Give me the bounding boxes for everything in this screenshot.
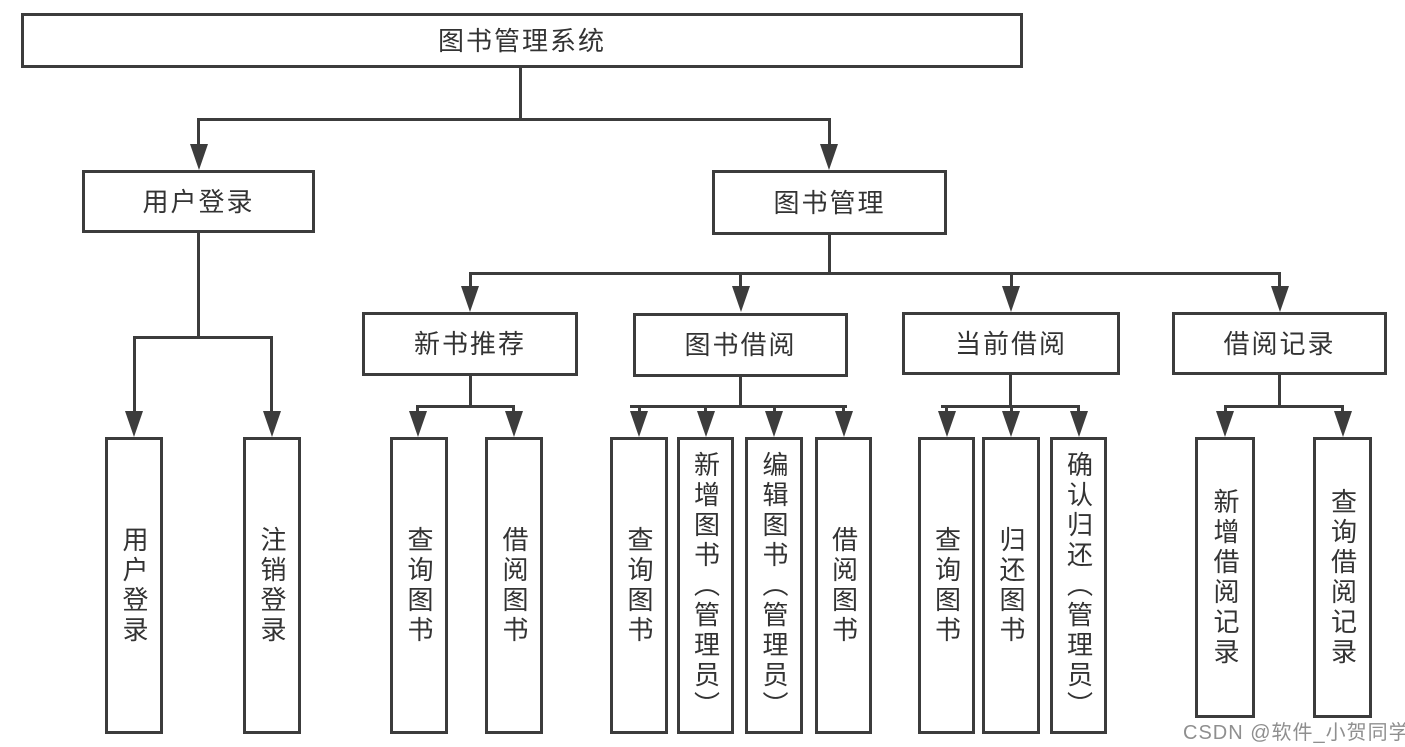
arrow-down-icon xyxy=(1271,286,1289,312)
leaf-return-books: 归还图书 xyxy=(982,437,1040,734)
arrow-down-icon xyxy=(835,411,853,437)
csdn-watermark: CSDN @软件_小贺同学 xyxy=(1183,722,1405,744)
connector-line xyxy=(133,336,272,339)
connector-line xyxy=(1278,272,1281,294)
connector-line xyxy=(739,377,742,405)
connector-line xyxy=(469,272,472,294)
connector-line xyxy=(1278,375,1281,405)
connector-line xyxy=(739,272,742,294)
arrow-down-icon xyxy=(938,411,956,437)
arrow-down-icon xyxy=(409,411,427,437)
connector-line xyxy=(1010,272,1013,294)
arrow-down-icon xyxy=(630,411,648,437)
leaf-query-books-recommend: 查询图书 xyxy=(390,437,448,734)
connector-line xyxy=(1009,375,1012,405)
arrow-down-icon xyxy=(697,411,715,437)
connector-line xyxy=(270,336,273,419)
node-book-management: 图书管理 xyxy=(712,170,947,235)
arrow-down-icon xyxy=(820,144,838,170)
leaf-query-books-borrow: 查询图书 xyxy=(610,437,668,734)
connector-line xyxy=(197,233,200,336)
connector-line xyxy=(133,336,136,419)
leaf-add-book-admin: 新增图书（管理员） xyxy=(677,437,734,734)
arrow-down-icon xyxy=(263,411,281,437)
arrow-down-icon xyxy=(1002,286,1020,312)
arrow-down-icon xyxy=(461,286,479,312)
node-book-borrow: 图书借阅 xyxy=(633,313,848,377)
connector-line xyxy=(198,118,831,121)
node-current-borrow: 当前借阅 xyxy=(902,312,1120,375)
leaf-query-borrow-record: 查询借阅记录 xyxy=(1313,437,1372,718)
leaf-borrow-books-recommend: 借阅图书 xyxy=(485,437,543,734)
node-root: 图书管理系统 xyxy=(21,13,1023,68)
arrow-down-icon xyxy=(505,411,523,437)
leaf-logout: 注销登录 xyxy=(243,437,301,734)
arrow-down-icon xyxy=(765,411,783,437)
node-borrow-records: 借阅记录 xyxy=(1172,312,1387,375)
leaf-query-books-current: 查询图书 xyxy=(918,437,975,734)
arrow-down-icon xyxy=(190,144,208,170)
arrow-down-icon xyxy=(1334,411,1352,437)
leaf-confirm-return-admin: 确认归还（管理员） xyxy=(1050,437,1107,734)
arrow-down-icon xyxy=(1070,411,1088,437)
connector-line xyxy=(417,405,514,408)
arrow-down-icon xyxy=(1216,411,1234,437)
arrow-down-icon xyxy=(1002,411,1020,437)
connector-line xyxy=(630,405,847,408)
connector-line xyxy=(519,68,522,118)
leaf-add-borrow-record: 新增借阅记录 xyxy=(1195,437,1255,718)
leaf-edit-book-admin: 编辑图书（管理员） xyxy=(745,437,803,734)
node-user-login: 用户登录 xyxy=(82,170,315,233)
leaf-borrow-books: 借阅图书 xyxy=(815,437,872,734)
arrow-down-icon xyxy=(125,411,143,437)
connector-line xyxy=(828,235,831,272)
connector-line xyxy=(469,376,472,405)
connector-line xyxy=(828,118,831,152)
connector-line xyxy=(1225,405,1343,408)
leaf-user-login: 用户登录 xyxy=(105,437,163,734)
connector-line xyxy=(470,272,1280,275)
connector-line xyxy=(197,118,200,152)
node-new-book-recommend: 新书推荐 xyxy=(362,312,578,376)
arrow-down-icon xyxy=(732,286,750,312)
